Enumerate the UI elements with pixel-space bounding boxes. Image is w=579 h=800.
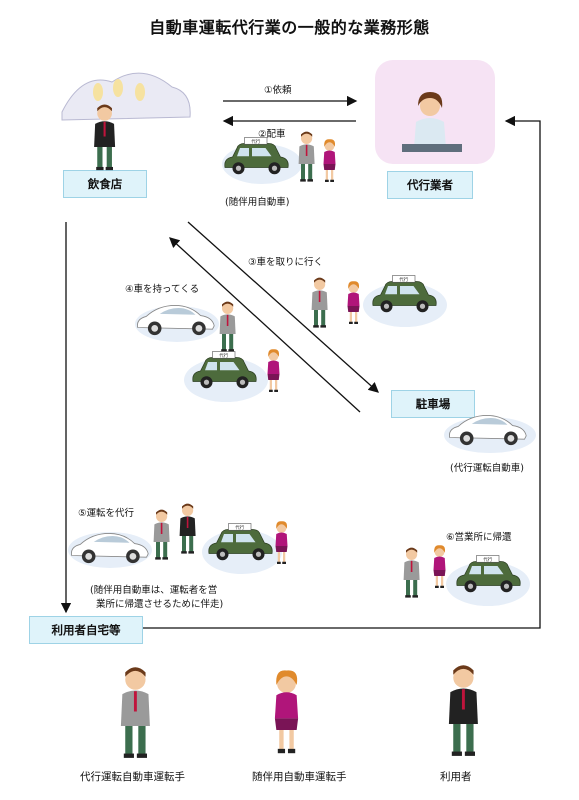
escort-car-dispatch: 代行 xyxy=(224,137,289,175)
drive-driver-figure xyxy=(153,509,170,560)
driven-car-return xyxy=(137,304,215,336)
drive-customer-figure xyxy=(179,503,196,554)
office-escort-figure xyxy=(433,545,446,588)
node-parking: 駐車場 xyxy=(391,390,475,418)
svg-text:代行: 代行 xyxy=(483,556,492,563)
svg-text:代行: 代行 xyxy=(251,138,260,145)
arrow-return xyxy=(169,237,361,413)
operator-figure xyxy=(402,92,462,152)
node-operator: 代行業者 xyxy=(387,171,473,199)
legend-escort-driver-figure xyxy=(274,670,299,754)
node-restaurant: 飲食店 xyxy=(63,170,147,198)
legend-customer-figure xyxy=(448,665,478,756)
escort-car-return: 代行 xyxy=(192,351,257,389)
escort-explain-line2: 業所に帰還させるために伴走) xyxy=(96,599,224,610)
step-1-label: ①依頼 xyxy=(264,85,292,96)
escort-car-fetch: 代行 xyxy=(372,275,437,313)
fetch-driver-figure xyxy=(311,277,328,328)
legend-driver-figure xyxy=(120,667,150,758)
escort-car-drive: 代行 xyxy=(208,523,273,561)
driven-car-parking xyxy=(449,414,527,446)
fetch-escort-figure xyxy=(347,281,360,324)
arrow-fetch xyxy=(187,221,379,393)
step-6-label: ⑥営業所に帰還 xyxy=(446,532,512,543)
return-driver-figure xyxy=(219,301,236,352)
step-5-label: ⑤運転を代行 xyxy=(78,508,135,519)
step-3-label: ③車を取りに行く xyxy=(248,257,324,268)
return-escort-figure xyxy=(267,349,280,392)
node-home: 利用者自宅等 xyxy=(29,616,143,644)
legend-driver-label: 代行運転自動車運転手 xyxy=(80,771,185,783)
drive-escort-figure xyxy=(275,521,288,564)
step-2-label: ②配車 xyxy=(258,129,286,140)
dispatch-escort-figure xyxy=(323,139,336,182)
svg-text:代行: 代行 xyxy=(219,352,228,359)
restaurant-party-illustration xyxy=(61,72,191,121)
step-4-label: ④車を持ってくる xyxy=(125,284,200,295)
escort-car-office: 代行 xyxy=(456,555,521,593)
restaurant-staff-figure xyxy=(94,104,116,171)
svg-text:代行: 代行 xyxy=(399,276,408,283)
escort-car-note: (随伴用自動車) xyxy=(225,197,290,208)
driven-car-note: (代行運転自動車) xyxy=(450,463,524,474)
legend-escort-driver-label: 随伴用自動車運転手 xyxy=(252,771,347,783)
svg-text:代行: 代行 xyxy=(235,524,244,531)
escort-explain-line1: (随伴用自動車は、運転者を営 xyxy=(90,585,218,596)
dispatch-driver-figure xyxy=(298,131,315,182)
arrow-return-office xyxy=(140,115,541,629)
office-driver-figure xyxy=(403,547,420,598)
driven-car-drive xyxy=(71,532,149,564)
diagram-title: 自動車運転代行業の一般的な業務形態 xyxy=(149,18,430,37)
legend-customer-label: 利用者 xyxy=(440,771,472,783)
